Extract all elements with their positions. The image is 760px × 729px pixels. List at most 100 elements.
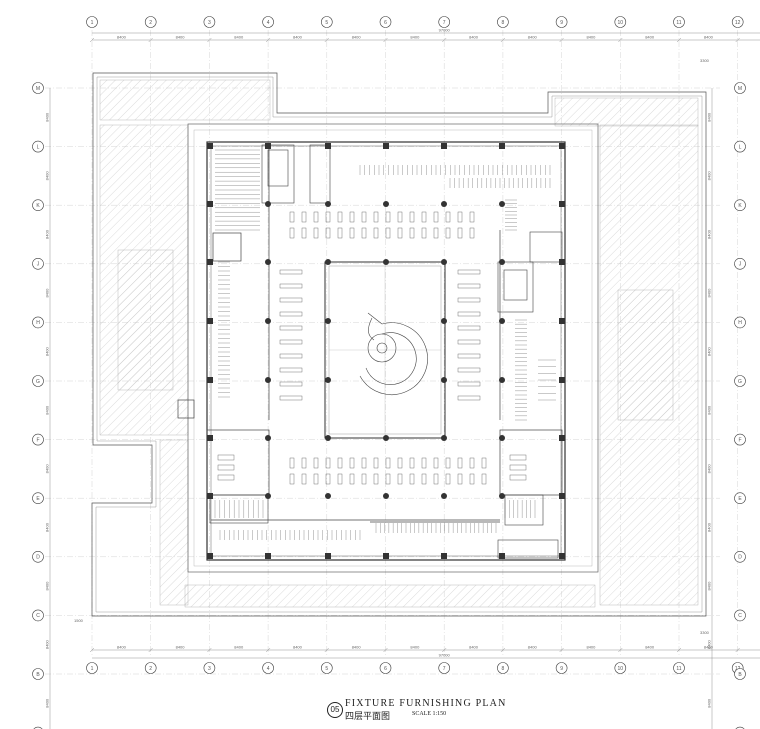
reading-table (313, 227, 319, 239)
column (325, 259, 331, 265)
reading-table (289, 457, 295, 469)
svg-text:2: 2 (149, 666, 152, 672)
svg-text:10: 10 (618, 666, 624, 672)
roof-terrace-outline (91, 72, 707, 617)
spiral-staircase (359, 312, 428, 395)
dimension-text: 8400 (707, 346, 712, 356)
podium-outline (187, 123, 599, 573)
reading-table (279, 367, 303, 373)
dimension-text: 8400 (528, 645, 538, 650)
drawing-number-bubble: 05 (327, 702, 343, 718)
column (559, 318, 565, 324)
reading-table (217, 474, 235, 481)
reading-table (279, 297, 303, 303)
svg-text:C: C (36, 613, 40, 619)
axis-bubble-right-F: F (734, 433, 746, 446)
column (499, 259, 505, 265)
reading-table (313, 211, 319, 223)
edge-dimension-text: 3300 (700, 58, 710, 63)
svg-text:1: 1 (91, 666, 94, 672)
reading-table (289, 211, 295, 223)
axis-bubble-left-B: B (32, 668, 44, 680)
axis-bubble-left-D: D (32, 550, 44, 563)
reading-table (337, 227, 343, 239)
column (383, 493, 389, 499)
column (325, 553, 331, 559)
planter-hatch-areas (99, 79, 699, 608)
column (499, 435, 505, 441)
column (441, 259, 447, 265)
svg-text:4: 4 (267, 666, 270, 672)
dimension-text: 8400 (117, 645, 127, 650)
reading-table (457, 297, 481, 303)
dimension-text: 8400 (707, 288, 712, 298)
dimension-text: 8400 (45, 288, 50, 298)
column (325, 318, 331, 324)
reading-table (385, 473, 391, 485)
dimension-text: 8400 (586, 35, 596, 40)
dimension-text: 8400 (528, 35, 538, 40)
dimension-text: 8400 (45, 639, 50, 649)
reading-table (349, 227, 355, 239)
reading-table (481, 473, 487, 485)
column (325, 377, 331, 383)
dimension-text: 8400 (469, 35, 479, 40)
column (559, 201, 565, 207)
svg-text:10: 10 (618, 20, 624, 26)
axis-bubble-left-E: E (32, 492, 44, 505)
reading-table (337, 211, 343, 223)
reading-table (469, 473, 475, 485)
svg-text:6: 6 (384, 20, 387, 26)
dimension-text: 8400 (45, 171, 50, 181)
reading-table (279, 325, 303, 331)
reading-table (421, 457, 427, 469)
svg-text:E: E (738, 496, 742, 502)
svg-text:D: D (738, 555, 742, 561)
reading-table (433, 457, 439, 469)
column (559, 377, 565, 383)
dimension-text: 8400 (410, 35, 420, 40)
axis-bubble-right-D: D (734, 550, 746, 563)
reading-table (421, 211, 427, 223)
dimension-text: 8400 (469, 645, 479, 650)
column (207, 318, 213, 324)
axis-bubble-right-L: L (734, 140, 746, 153)
reading-table (433, 227, 439, 239)
axis-bubble-bottom-11: 11 (673, 662, 685, 674)
column (441, 318, 447, 324)
reading-table (421, 227, 427, 239)
dimension-text: 8400 (45, 698, 50, 708)
column (441, 435, 447, 441)
reading-table (361, 457, 367, 469)
axis-bubble-bottom-7: 7 (438, 662, 451, 674)
svg-text:6: 6 (384, 666, 387, 672)
reading-table (469, 457, 475, 469)
axis-bubble-top-2: 2 (144, 16, 157, 28)
reading-table (421, 473, 427, 485)
reading-table (457, 227, 463, 239)
axis-bubble-left-G: G (32, 375, 44, 387)
reading-table (217, 454, 235, 461)
reading-table (457, 325, 481, 331)
column (325, 143, 331, 149)
axis-bubble-top-5: 5 (320, 16, 333, 28)
interior-partitions (177, 146, 563, 523)
svg-text:G: G (36, 379, 40, 385)
column (559, 493, 565, 499)
svg-text:K: K (36, 203, 40, 209)
reading-table (289, 227, 295, 239)
dimension-text: 8400 (45, 112, 50, 122)
axis-bubble-left-C: C (32, 609, 44, 622)
axis-bubble-top-1: 1 (86, 16, 98, 28)
dimension-text: 8400 (45, 464, 50, 474)
central-atrium (324, 261, 446, 439)
axis-bubble-bottom-2: 2 (144, 662, 157, 674)
axis-bubble-right-M: M (734, 82, 746, 94)
axis-bubble-left-H: H (32, 316, 44, 329)
reading-table (481, 457, 487, 469)
reading-table (325, 211, 331, 223)
reading-table (509, 464, 527, 471)
reading-table (301, 211, 307, 223)
reading-table (509, 454, 527, 461)
column (499, 377, 505, 383)
